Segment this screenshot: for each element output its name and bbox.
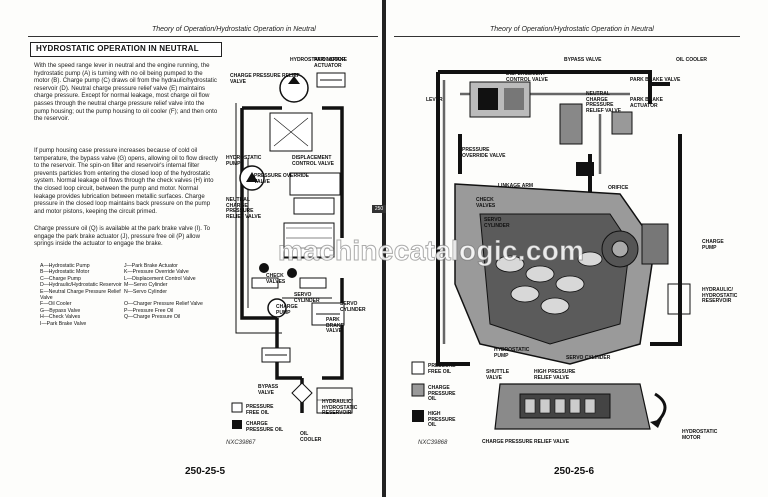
lbl-hydrostatic-motor: HYDROSTATIC MOTOR [682, 429, 718, 441]
figure-code-left: NXC39867 [226, 440, 256, 446]
paragraph-1: With the speed range lever in neutral an… [34, 62, 218, 123]
right-header-rule [394, 36, 740, 37]
lbl-displacement-control: DISPLACEMENT CONTROL VALVE [506, 71, 548, 83]
legend-item: H—Check Valves [40, 314, 81, 321]
legend-item: N—Servo Cylinder [124, 288, 167, 295]
hydraulic-schematic-left [231, 72, 353, 429]
lbl-neutral-charge: NEUTRAL CHARGE PRESSURE RELIEF VALVE [586, 91, 622, 114]
lbl-high-pressure-relief: HIGH PRESSURE RELIEF VALVE [534, 369, 576, 381]
legend-item: B—Hydrostatic Motor [40, 269, 90, 276]
lbl-park-brake-actuator: PARK BRAKE ACTUATOR [630, 97, 663, 109]
side-tab: 250 [372, 205, 386, 213]
legend-item: O—Charger Pressure Relief Valve [124, 301, 203, 308]
legend-item: Q—Charge Pressure Oil [124, 314, 181, 321]
lbl-oil-cooler: OIL COOLER [300, 431, 322, 443]
lbl-charge-pump: CHARGE PUMP [276, 304, 298, 316]
lbl-pressure-free: PRESSURE FREE OIL [246, 404, 274, 416]
lbl-displacement-control: DISPLACEMENT CONTROL VALVE [292, 155, 334, 167]
lbl-high-pressure: HIGH PRESSURE OIL [428, 411, 456, 429]
lbl-oil-cooler: OIL COOLER [676, 57, 708, 63]
left-header-rule [28, 36, 378, 37]
legend-item: L—Displacement Control Valve [124, 275, 196, 282]
lbl-neutral-charge: NEUTRAL CHARGE PRESSURE RELIEF VALVE [226, 197, 262, 220]
section-title-box: HYDROSTATIC OPERATION IN NEUTRAL [30, 42, 222, 57]
lbl-servo-cylinder: SERVO CYLINDER [484, 217, 510, 229]
lbl-pressure-override: PRESSURE OVERRIDE VALVE [254, 173, 310, 185]
lbl-pressure-free: PRESSURE FREE OIL [428, 363, 456, 375]
lbl-charge-pressure: CHARGE PRESSURE OIL [246, 421, 284, 433]
section-title: HYDROSTATIC OPERATION IN NEUTRAL [36, 44, 199, 53]
hydraulic-cutaway-right [411, 70, 691, 430]
lbl-check-valves: CHECK VALVES [266, 273, 286, 285]
lbl-shuttle-valve: SHUTTLE VALVE [486, 369, 510, 381]
lbl-pressure-override: PRESSURE OVERRIDE VALVE [462, 147, 506, 159]
lbl-servo-cylinder-2: SERVO CYLINDER [340, 301, 366, 313]
lbl-servo-cylinder-1: SERVO CYLINDER [294, 292, 320, 304]
legend-item: D—Hydraulic/Hydrostatic Reservoir [40, 282, 122, 289]
legend-item: A—Hydrostatic Pump [40, 263, 90, 269]
lbl-charge-relief: CHARGE PRESSURE RELIEF VALVE [230, 73, 300, 85]
lbl-hydrostatic-pump: HYDROSTATIC PUMP [226, 155, 262, 167]
lbl-check-valves: CHECK VALVES [476, 197, 496, 209]
lbl-charge-pressure-relief: CHARGE PRESSURE RELIEF VALVE [482, 439, 570, 445]
page-gutter [382, 0, 386, 497]
left-page: Theory of Operation/Hydrostatic Operatio… [0, 0, 382, 497]
page-number-left: 250-25-5 [185, 466, 226, 477]
lbl-bypass-valve: BYPASS VALVE [258, 384, 279, 396]
legend-item: E—Neutral Charge Pressure Relief Valve [40, 288, 121, 302]
legend-item: P—Pressure Free Oil [124, 307, 174, 314]
lbl-lever: LEVER [426, 97, 443, 103]
left-header: Theory of Operation/Hydrostatic Operatio… [152, 26, 316, 33]
lbl-servo-cylinder-2: SERVO CYLINDER [566, 355, 611, 361]
lbl-bypass-valve: BYPASS VALVE [564, 57, 602, 63]
legend-item: K—Pressure Override Valve [124, 269, 189, 276]
legend-item: G—Bypass Valve [40, 307, 81, 314]
watermark: machinecatalogic.com [277, 235, 585, 267]
lbl-hydrostatic-pump: HYDROSTATIC PUMP [494, 347, 530, 359]
lbl-linkage-arm: LINKAGE ARM [498, 183, 534, 189]
legend-item: F—Oil Cooler [40, 301, 72, 308]
lbl-park-brake-valve: PARK BRAKE VALVE [630, 77, 681, 83]
legend-item: J—Park Brake Actuator [124, 263, 178, 269]
legend-item: M—Servo Cylinder [124, 282, 168, 289]
lbl-park-brake-valve: PARK BRAKE VALVE [326, 317, 344, 335]
right-header: Theory of Operation/Hydrostatic Operatio… [490, 26, 654, 33]
paragraph-2: If pump housing case pressure increases … [34, 147, 218, 215]
right-page: Theory of Operation/Hydrostatic Operatio… [386, 0, 768, 497]
paragraph-3: Charge pressure oil (Q) is available at … [34, 225, 211, 248]
lbl-reservoir: HYDRAULIC/ HYDROSTATIC RESERVOIR [322, 399, 358, 417]
lbl-reservoir: HYDRAULIC/ HYDROSTATIC RESERVOIR [702, 287, 738, 305]
lbl-charge-pressure: CHARGE PRESSURE OIL [428, 385, 456, 403]
figure-code-right: NXC39868 [418, 440, 448, 446]
lbl-orifice: ORIFICE [608, 185, 629, 191]
legend-item: I—Park Brake Valve [40, 320, 87, 327]
lbl-charge-pump: CHARGE PUMP [702, 239, 724, 251]
legend-item: C—Charge Pump [40, 275, 81, 282]
lbl-hydrostatic-motor: HYDROSTATIC MOTOR [290, 57, 346, 63]
page-number-right: 250-25-6 [554, 466, 595, 477]
lbl-park-brake-actuator: PARK BRAKE ACTUATOR [314, 57, 347, 69]
